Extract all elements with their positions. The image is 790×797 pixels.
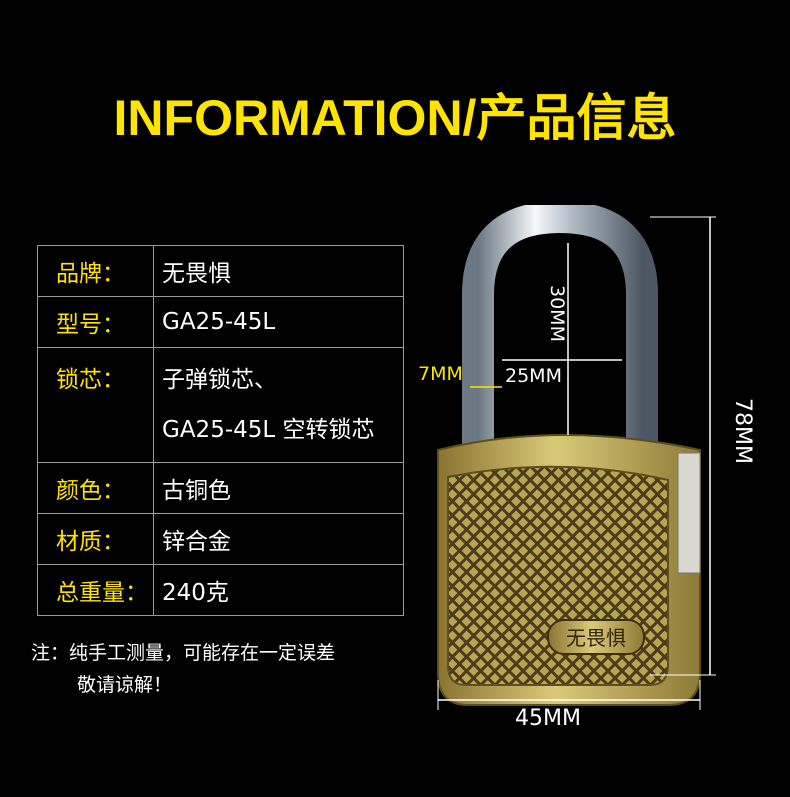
padlock-image: 无畏惧 xyxy=(437,205,716,710)
cylinder-value-line2: GA25-45L 空转锁芯 xyxy=(162,417,375,443)
table-row: 品牌： 无畏惧 xyxy=(37,245,404,297)
note-line-2: 敬请谅解！ xyxy=(77,674,173,696)
table-row: 颜色： 古铜色 xyxy=(37,462,404,514)
side-label xyxy=(677,452,701,574)
table-row: 锁芯： 子弹锁芯、 GA25-45L 空转锁芯 xyxy=(37,347,404,463)
shackle-height-label: 30MM xyxy=(546,285,568,342)
weight-label: 总重量： xyxy=(37,564,154,616)
measurement-note: 注：纯手工测量，可能存在一定误差 敬请谅解！ xyxy=(31,637,335,701)
total-height-label: 78MM xyxy=(730,398,755,464)
cylinder-label: 锁芯： xyxy=(37,347,154,463)
brand-value: 无畏惧 xyxy=(153,245,404,297)
logo-plate xyxy=(547,619,645,655)
table-row: 型号： GA25-45L xyxy=(37,296,404,348)
color-label: 颜色： xyxy=(37,462,154,514)
shackle-diameter-label: 7MM xyxy=(418,363,463,385)
table-row: 材质： 锌合金 xyxy=(37,513,404,565)
material-label: 材质： xyxy=(37,513,154,565)
table-row: 总重量： 240克 xyxy=(37,564,404,616)
color-value: 古铜色 xyxy=(153,462,404,514)
shackle-width-label: 25MM xyxy=(505,365,562,387)
spec-table: 品牌： 无畏惧 型号： GA25-45L 锁芯： 子弹锁芯、 GA25-45L … xyxy=(37,245,404,616)
brand-label: 品牌： xyxy=(37,245,154,297)
page-title: INFORMATION/产品信息 xyxy=(113,90,677,146)
weight-value: 240克 xyxy=(153,564,404,616)
model-label: 型号： xyxy=(37,296,154,348)
lock-logo: 无畏惧 xyxy=(566,626,626,650)
note-line-1: 注：纯手工测量，可能存在一定误差 xyxy=(31,642,336,664)
material-value: 锌合金 xyxy=(153,513,404,565)
cylinder-value: 子弹锁芯、 GA25-45L 空转锁芯 xyxy=(153,347,404,463)
cylinder-value-line1: 子弹锁芯、 xyxy=(162,367,277,393)
shackle xyxy=(462,205,658,445)
model-value: GA25-45L xyxy=(153,296,404,348)
body-width-label: 45MM xyxy=(515,706,581,731)
